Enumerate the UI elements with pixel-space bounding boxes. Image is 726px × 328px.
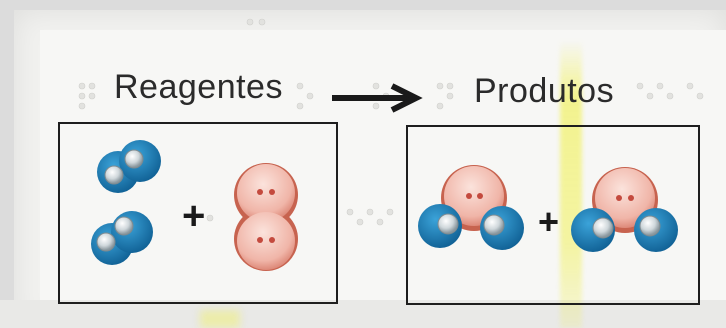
hydrogen-molecule-1 (97, 140, 161, 193)
plus-sign-reactants: + (182, 196, 205, 236)
water-molecule-1 (418, 165, 524, 250)
plus-sign-products: + (538, 204, 559, 240)
water-molecule-2 (571, 167, 678, 252)
oxygen-molecule (234, 163, 298, 271)
hydrogen-molecule-2 (91, 211, 153, 265)
